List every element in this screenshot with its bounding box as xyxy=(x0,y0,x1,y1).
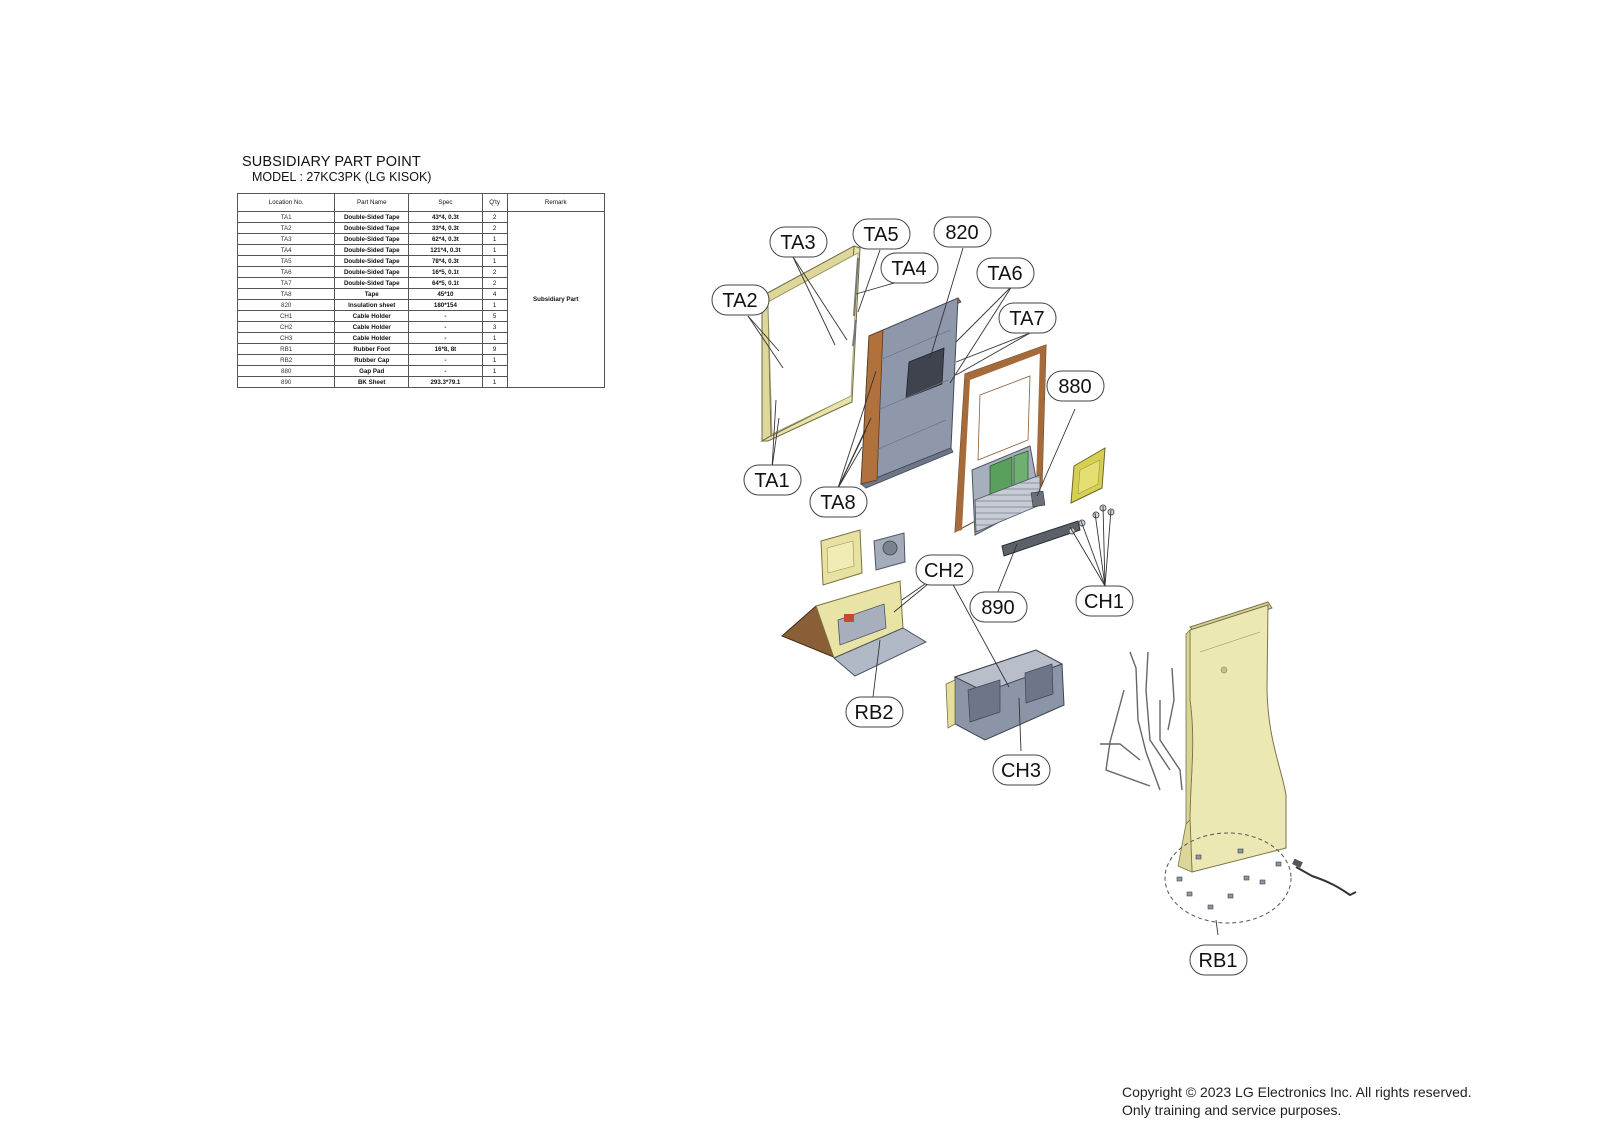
parts-table: Location No. Part Name Spec Q'ty Remark … xyxy=(236,193,606,388)
left-power-module xyxy=(820,529,906,586)
callouts: TA3 TA5 820 TA4 TA6 TA2 TA7 880 TA1 TA8 … xyxy=(711,216,1248,976)
callout-ta4: TA4 xyxy=(880,252,939,284)
callout-ch1: CH1 xyxy=(1075,585,1134,617)
svg-text:TA1: TA1 xyxy=(754,470,789,492)
svg-text:TA3: TA3 xyxy=(780,232,815,254)
callout-ta1: TA1 xyxy=(743,464,802,496)
kiosk-stand xyxy=(1177,601,1287,873)
remark-cell: Subsidiary Part xyxy=(506,211,606,388)
callout-ta6: TA6 xyxy=(976,257,1035,289)
cable-harness xyxy=(1100,651,1183,791)
usage-note: Only training and service purposes. xyxy=(1122,1102,1342,1118)
callout-820: 820 xyxy=(933,216,992,248)
page-title: SUBSIDIARY PART POINT xyxy=(242,154,421,170)
svg-text:TA7: TA7 xyxy=(1009,308,1044,330)
tape-strips xyxy=(852,257,859,347)
callout-ch2: CH2 xyxy=(915,554,974,586)
copyright-line: Copyright © 2023 LG Electronics Inc. All… xyxy=(1122,1084,1472,1100)
cable-holders-ch1 xyxy=(1068,504,1115,535)
yellow-board xyxy=(1070,447,1106,504)
callout-rb2: RB2 xyxy=(845,696,904,728)
display-panel xyxy=(860,297,962,489)
central-base xyxy=(945,649,1065,741)
copyright-notice: Copyright © 2023 LG Electronics Inc. All… xyxy=(1122,1083,1472,1119)
svg-text:TA8: TA8 xyxy=(820,492,855,514)
model-name: MODEL : 27KC3PK (LG KISOK) xyxy=(252,170,432,184)
part-name-cell: BK Sheet xyxy=(334,376,410,388)
middle-chassis xyxy=(954,344,1047,536)
svg-text:820: 820 xyxy=(945,222,978,244)
callout-ta3: TA3 xyxy=(769,226,828,258)
svg-text:TA5: TA5 xyxy=(863,224,898,246)
bk-sheet xyxy=(1001,520,1081,557)
callout-ta5: TA5 xyxy=(852,218,911,250)
svg-text:CH3: CH3 xyxy=(1001,760,1041,782)
callout-890: 890 xyxy=(969,591,1028,623)
callout-ch3: CH3 xyxy=(992,754,1051,786)
gap-pad xyxy=(1030,490,1046,508)
svg-text:CH2: CH2 xyxy=(924,560,964,582)
rubber-feet xyxy=(1176,848,1282,910)
svg-text:RB1: RB1 xyxy=(1199,950,1238,972)
qty-cell: 5 xyxy=(481,310,508,322)
front-frame xyxy=(760,245,861,442)
callout-880: 880 xyxy=(1046,370,1105,402)
svg-text:TA4: TA4 xyxy=(891,258,926,280)
svg-text:TA6: TA6 xyxy=(987,263,1022,285)
callout-ta8: TA8 xyxy=(809,486,868,518)
rubber-feet-area xyxy=(1164,832,1292,924)
location-cell: 890 xyxy=(236,376,336,388)
power-plug xyxy=(1292,858,1303,868)
svg-text:880: 880 xyxy=(1058,376,1091,398)
svg-text:890: 890 xyxy=(981,597,1014,619)
svg-text:TA2: TA2 xyxy=(722,290,757,312)
qty-cell: 1 xyxy=(481,376,508,388)
power-cord xyxy=(1295,866,1357,897)
spec-cell: 293.3*79.1 xyxy=(408,376,483,388)
callout-ta2: TA2 xyxy=(711,284,770,316)
left-chassis xyxy=(781,580,928,677)
svg-text:RB2: RB2 xyxy=(855,702,894,724)
svg-text:CH1: CH1 xyxy=(1084,591,1124,613)
callout-rb1: RB1 xyxy=(1189,944,1248,976)
callout-ta7: TA7 xyxy=(998,302,1057,334)
